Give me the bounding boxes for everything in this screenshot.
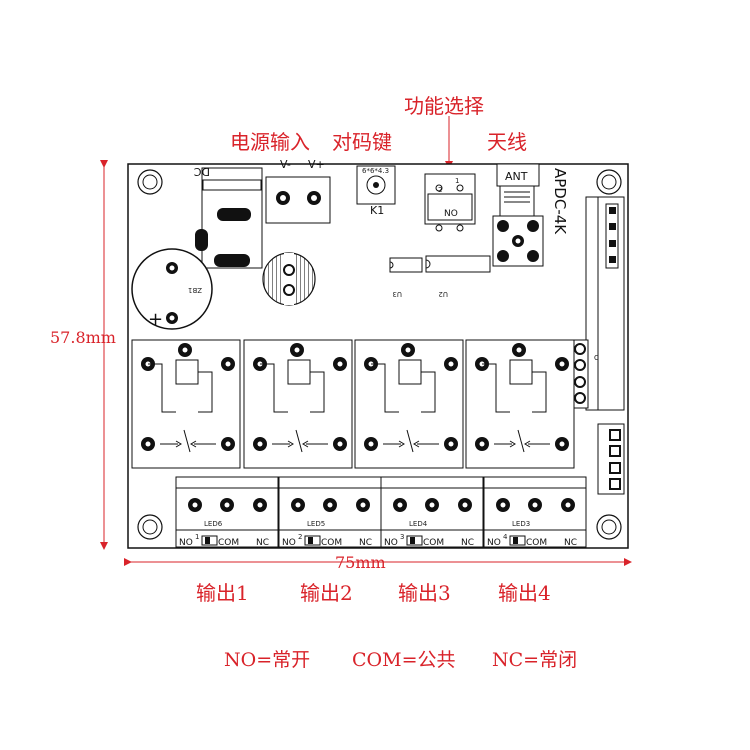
ic-chips: U3 U2	[389, 255, 491, 298]
ant-text: ANT	[505, 170, 528, 183]
right-header-top: C	[585, 196, 625, 411]
terminal-com-label: COM	[218, 538, 239, 548]
switch-1-text: 1	[455, 177, 459, 185]
output-3-label: 输出3	[398, 581, 451, 605]
relay-1	[131, 339, 241, 469]
v-plus-text: V+	[308, 158, 325, 171]
model-text: APDC-4K	[551, 168, 569, 235]
terminal-com-label: COM	[423, 538, 444, 548]
led-label: LED6	[204, 520, 223, 528]
legend-nc: NC=常闭	[492, 649, 578, 671]
terminal-nc-label: NC	[564, 538, 577, 548]
u2-text: U2	[438, 290, 448, 298]
terminal-number: 2	[298, 533, 302, 541]
terminal-no-label: NO	[282, 538, 296, 548]
terminal-number: 3	[400, 533, 404, 541]
function-select-jumper: 1 2 NO	[424, 173, 476, 232]
output-2-label: 输出2	[300, 581, 353, 605]
zb-text: ZB1	[188, 286, 202, 294]
terminal-com-label: COM	[526, 538, 547, 548]
capacitor	[262, 252, 316, 306]
height-dimension-label: 57.8mm	[50, 328, 116, 347]
led-label: LED4	[409, 520, 428, 528]
dimension-arrows	[100, 116, 632, 566]
relay-3	[354, 339, 464, 469]
antenna-connector: ANT	[492, 163, 544, 267]
relay-2	[243, 339, 353, 469]
power-input-label: 电源输入	[230, 130, 310, 154]
buzzer: + ZB1	[131, 248, 213, 330]
v-minus-text: V-	[280, 158, 291, 171]
k1-text: K1	[370, 204, 384, 217]
terminal-com-label: COM	[321, 538, 342, 548]
relay-4	[465, 339, 575, 469]
k1-code-text: 6*6*4.3	[362, 167, 389, 175]
led-label: LED3	[512, 520, 530, 528]
output-4-label: 输出4	[498, 581, 551, 605]
pair-key-label: 对码键	[332, 130, 392, 154]
terminal-nc-label: NC	[461, 538, 474, 548]
terminal-no-label: NO	[179, 538, 193, 548]
terminal-number: 1	[195, 533, 199, 541]
output-1-label: 输出1	[196, 581, 249, 605]
legend-com: COM=公共	[352, 649, 456, 671]
legend-no: NO=常开	[224, 649, 311, 671]
terminal-number: 4	[503, 533, 508, 541]
jumper-no-text: NO	[444, 209, 458, 219]
power-terminal: V- V+	[265, 158, 331, 224]
terminal-nc-label: NC	[359, 538, 372, 548]
dc-jack: DC	[194, 165, 263, 269]
led-label: LED5	[307, 520, 325, 528]
plus-text: +	[148, 309, 163, 330]
function-select-label: 功能选择	[404, 94, 484, 118]
terminal-no-label: NO	[487, 538, 501, 548]
c-text: C	[594, 354, 599, 362]
dc-text: DC	[194, 165, 210, 178]
switch-2-text: 2	[438, 186, 442, 194]
u3-text: U3	[392, 290, 402, 298]
terminal-nc-label: NC	[256, 538, 269, 548]
right-header-bottom	[597, 423, 625, 495]
mounting-holes	[137, 169, 622, 540]
antenna-label: 天线	[487, 130, 527, 154]
pair-key-button: 6*6*4.3 K1	[356, 165, 396, 217]
relay-group	[131, 339, 575, 469]
terminal-no-label: NO	[384, 538, 398, 548]
